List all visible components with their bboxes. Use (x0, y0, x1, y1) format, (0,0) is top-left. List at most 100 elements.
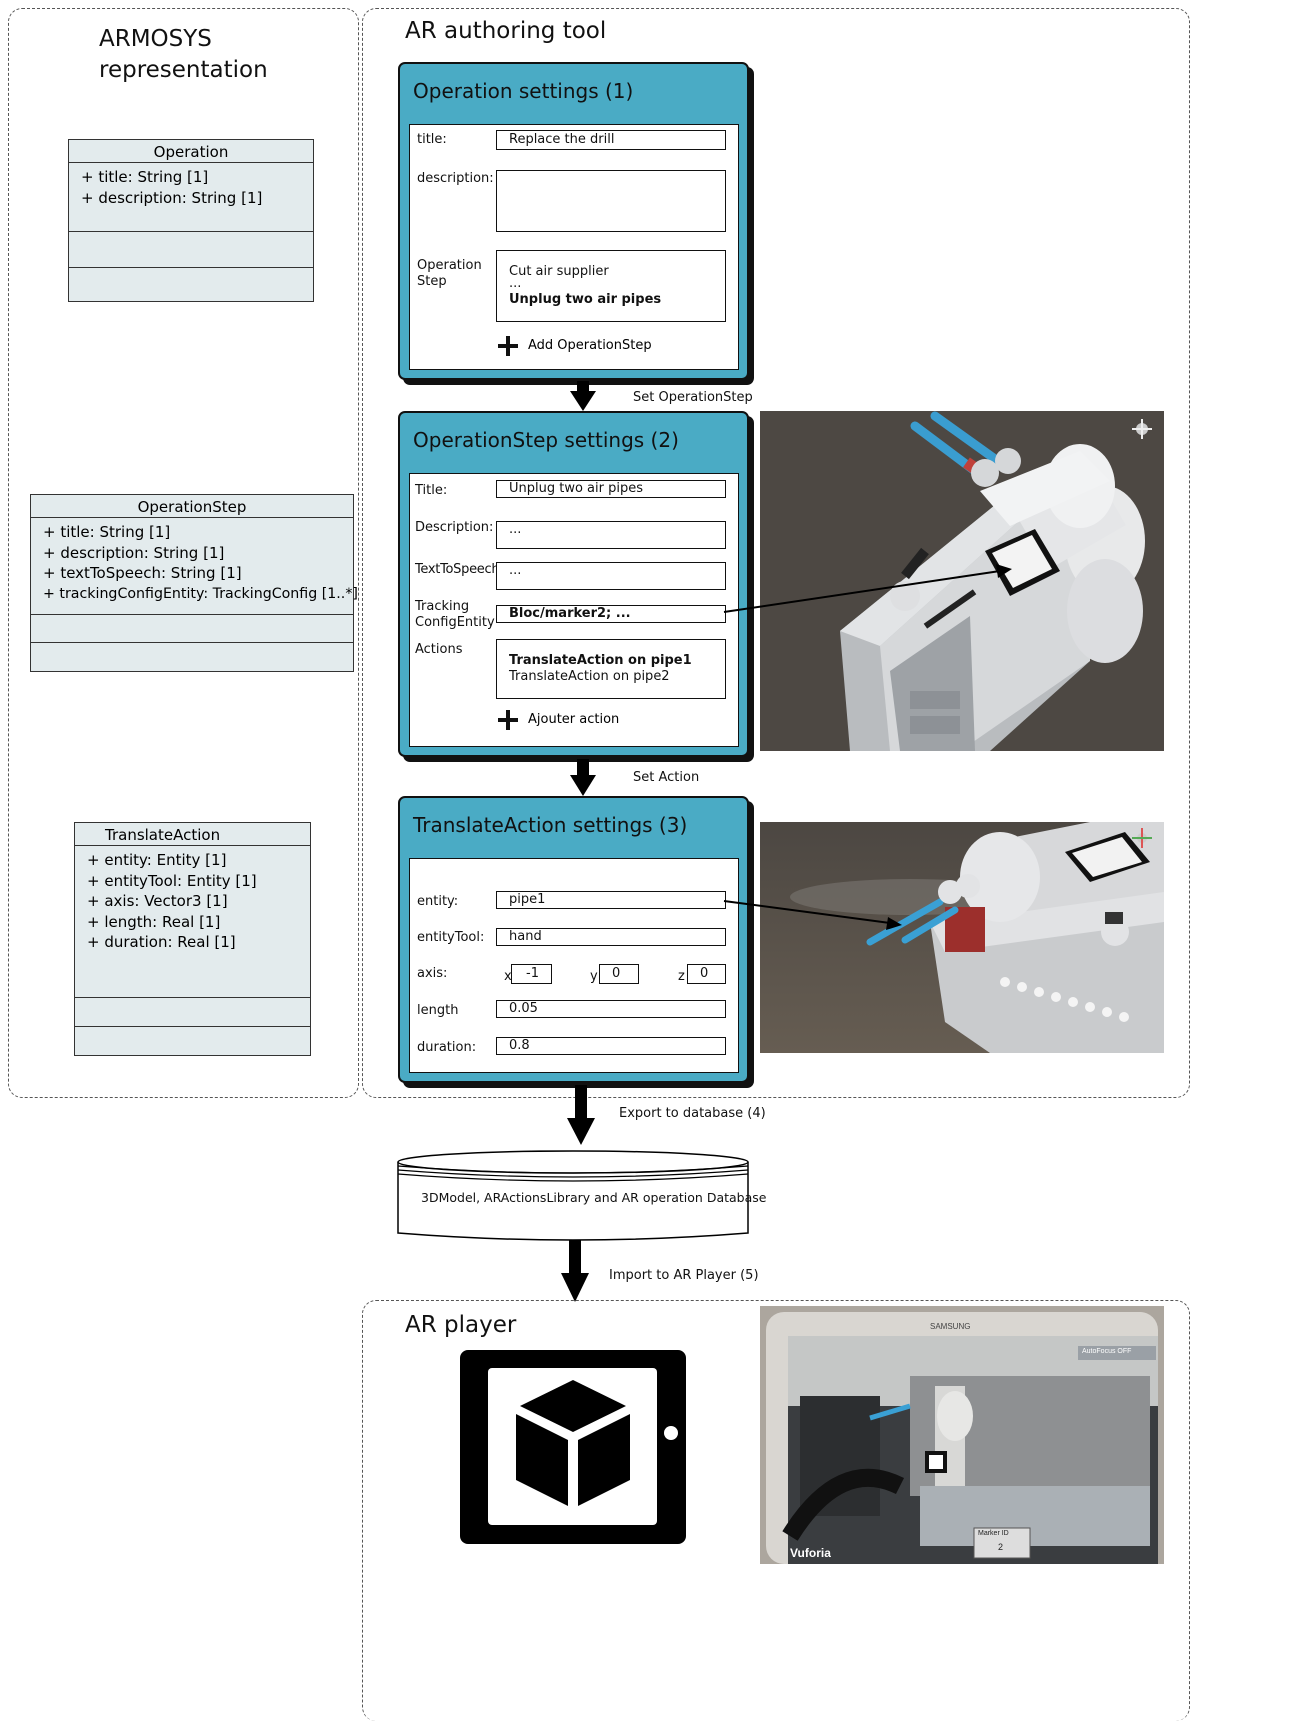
label-line: Operation (417, 258, 482, 273)
axis-gizmo-icon (1132, 419, 1152, 439)
panel-body: title: Replace the drill description: Op… (409, 124, 739, 370)
tablet-brand-text: SAMSUNG (930, 1322, 971, 1331)
uml-class-operationstep: OperationStep + title: String [1] + desc… (30, 494, 358, 672)
axis-x-input[interactable]: -1 (511, 964, 552, 984)
add-action-button[interactable]: Ajouter action (528, 712, 620, 727)
add-operationstep-button[interactable]: Add OperationStep (528, 338, 652, 353)
translateaction-3d-render (760, 822, 1164, 1053)
operation-description-input[interactable] (496, 170, 726, 232)
translateaction-settings-panel: TranslateAction settings (3) entity: pip… (398, 796, 749, 1083)
actions-label: Actions (415, 642, 463, 657)
player-title: AR player (405, 1312, 517, 1338)
ar-player-photo: SAMSUNG AutoFocus OFF Marker ID 2 Vufori… (760, 1306, 1164, 1564)
uml-attributes: + title: String [1] + description: Strin… (69, 163, 313, 232)
armosys-section (8, 8, 359, 1098)
uml-class-name: OperationStep (31, 495, 353, 518)
panel-title: TranslateAction settings (3) (413, 813, 688, 837)
marker-id-value: 2 (998, 1542, 1004, 1552)
set-operationstep-label: Set OperationStep (633, 390, 753, 405)
axis-x-label: x (504, 969, 512, 984)
entity-label: entity: (417, 894, 459, 909)
list-item[interactable]: Unplug two air pipes (509, 292, 662, 307)
uml-attribute: + entityTool: Entity [1] (87, 871, 257, 890)
armosys-title: ARMOSYS representation (99, 24, 268, 86)
cube-icon (516, 1380, 630, 1506)
uml-attribute: + duration: Real [1] (87, 933, 236, 951)
list-item[interactable]: TranslateAction on pipe2 (509, 669, 670, 684)
uml-operations (69, 232, 313, 268)
uml-class-operation: Operation + title: String [1] + descript… (68, 139, 314, 302)
tablet-icon (460, 1350, 686, 1544)
operation-step-list[interactable]: Cut air supplier ... Unplug two air pipe… (496, 250, 726, 322)
axis-z-input[interactable]: 0 (687, 964, 726, 984)
machine-model-image (760, 411, 1164, 751)
tablet-home-button (664, 1426, 678, 1440)
axis-y-input[interactable]: 0 (599, 964, 639, 984)
tracking-config-label: Tracking ConfigEntity (415, 599, 495, 631)
authoring-title: AR authoring tool (405, 18, 607, 44)
uml-extra (69, 268, 313, 300)
length-label: length (417, 1003, 459, 1018)
plus-icon[interactable] (498, 336, 518, 356)
step-description-input[interactable]: ... (496, 521, 726, 549)
label-line: ConfigEntity (415, 615, 495, 630)
player-section (362, 1300, 1190, 1721)
database-label: 3DModel, ARActionsLibrary and AR operati… (421, 1190, 767, 1205)
entity-input[interactable]: pipe1 (496, 891, 726, 909)
uml-attributes: + title: String [1] + description: Strin… (31, 518, 358, 615)
description-label: Description: (415, 520, 494, 535)
operationstep-3d-render (760, 411, 1164, 751)
export-label: Export to database (4) (619, 1106, 766, 1121)
list-item[interactable]: TranslateAction on pipe1 (509, 653, 692, 668)
length-input[interactable]: 0.05 (496, 1000, 726, 1018)
uml-attribute: + length: Real [1] (87, 912, 221, 931)
text-to-speech-input[interactable]: ... (496, 562, 726, 590)
axis-y-label: y (590, 969, 598, 984)
tts-label: TextToSpeech: (415, 562, 504, 577)
armosys-title-line1: ARMOSYS (99, 26, 212, 52)
axis-gizmo-icon (1132, 828, 1152, 848)
uml-attribute: + entity: Entity [1] (87, 851, 227, 869)
actions-list[interactable]: TranslateAction on pipe1 TranslateAction… (496, 639, 726, 699)
entity-tool-input[interactable]: hand (496, 928, 726, 946)
step-title-input[interactable]: Unplug two air pipes (496, 480, 726, 498)
entity-tool-label: entityTool: (417, 930, 485, 945)
description-label: description: (417, 171, 494, 186)
uml-attribute: + title: String [1] (43, 523, 171, 541)
uml-operations (31, 615, 353, 643)
operation-settings-panel: Operation settings (1) title: Replace th… (398, 62, 749, 380)
operation-title-input[interactable]: Replace the drill (496, 130, 726, 150)
pipe-translation-image (760, 822, 1164, 1053)
uml-class-name: Operation (69, 140, 313, 163)
tablet-photo-image (760, 1306, 1164, 1564)
armosys-title-line2: representation (99, 57, 268, 83)
operation-step-label: Operation Step (417, 258, 482, 290)
uml-attribute: + description: String [1] (43, 543, 225, 562)
title-label: title: (417, 132, 447, 147)
plus-icon[interactable] (498, 710, 518, 730)
axis-z-label: z (678, 969, 685, 984)
set-action-label: Set Action (633, 770, 700, 785)
label-line: Step (417, 274, 447, 289)
label-line: Tracking (415, 599, 470, 614)
autofocus-badge: AutoFocus OFF (1082, 1348, 1132, 1355)
panel-body: entity: pipe1 entityTool: hand axis: x -… (409, 858, 739, 1073)
uml-extra (31, 643, 353, 670)
import-label: Import to AR Player (5) (609, 1268, 759, 1283)
list-item[interactable]: Cut air supplier (509, 264, 609, 279)
uml-attribute: + axis: Vector3 [1] (87, 892, 228, 910)
uml-class-name: TranslateAction (75, 823, 310, 846)
title-label: Title: (415, 483, 448, 498)
panel-body: Title: Unplug two air pipes Description:… (409, 473, 739, 747)
panel-title: Operation settings (1) (413, 79, 634, 103)
authoring-section (362, 8, 1190, 1098)
list-item[interactable]: ... (509, 276, 522, 291)
uml-attribute: + textToSpeech: String [1] (43, 564, 242, 582)
duration-input[interactable]: 0.8 (496, 1037, 726, 1055)
uml-attributes: + entity: Entity [1] + entityTool: Entit… (75, 846, 310, 998)
marker-id-label: Marker ID (978, 1530, 1009, 1537)
tracking-config-input[interactable]: Bloc/marker2; ... (496, 605, 726, 623)
vuforia-logo: Vuforia (790, 1546, 831, 1560)
uml-class-translateaction: TranslateAction + entity: Entity [1] + e… (74, 822, 311, 1056)
uml-extra (75, 1027, 310, 1054)
